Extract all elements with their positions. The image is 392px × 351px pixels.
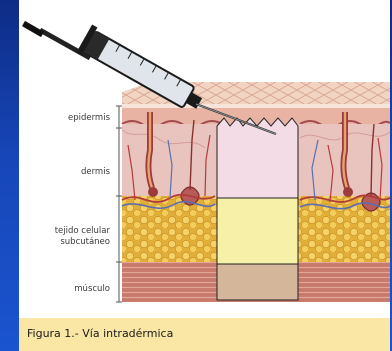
label-epidermis: epidermis [68, 113, 110, 124]
label-muscle: músculo [74, 284, 110, 295]
label-subcutaneous: tejido celular subcutáneo [55, 226, 110, 248]
cross-section-column [217, 118, 298, 300]
subcutaneous-column [217, 198, 298, 264]
figure-caption: Figura 1.- Vía intradérmica [27, 327, 173, 340]
label-subcutaneous-line2: subcutáneo [55, 237, 110, 248]
layer-ruler [116, 106, 122, 302]
label-dermis: dermis [81, 167, 110, 178]
dermis-column [217, 118, 298, 198]
muscle-column [217, 264, 298, 300]
syringe-icon [22, 21, 207, 118]
label-subcutaneous-line1: tejido celular [55, 226, 110, 237]
